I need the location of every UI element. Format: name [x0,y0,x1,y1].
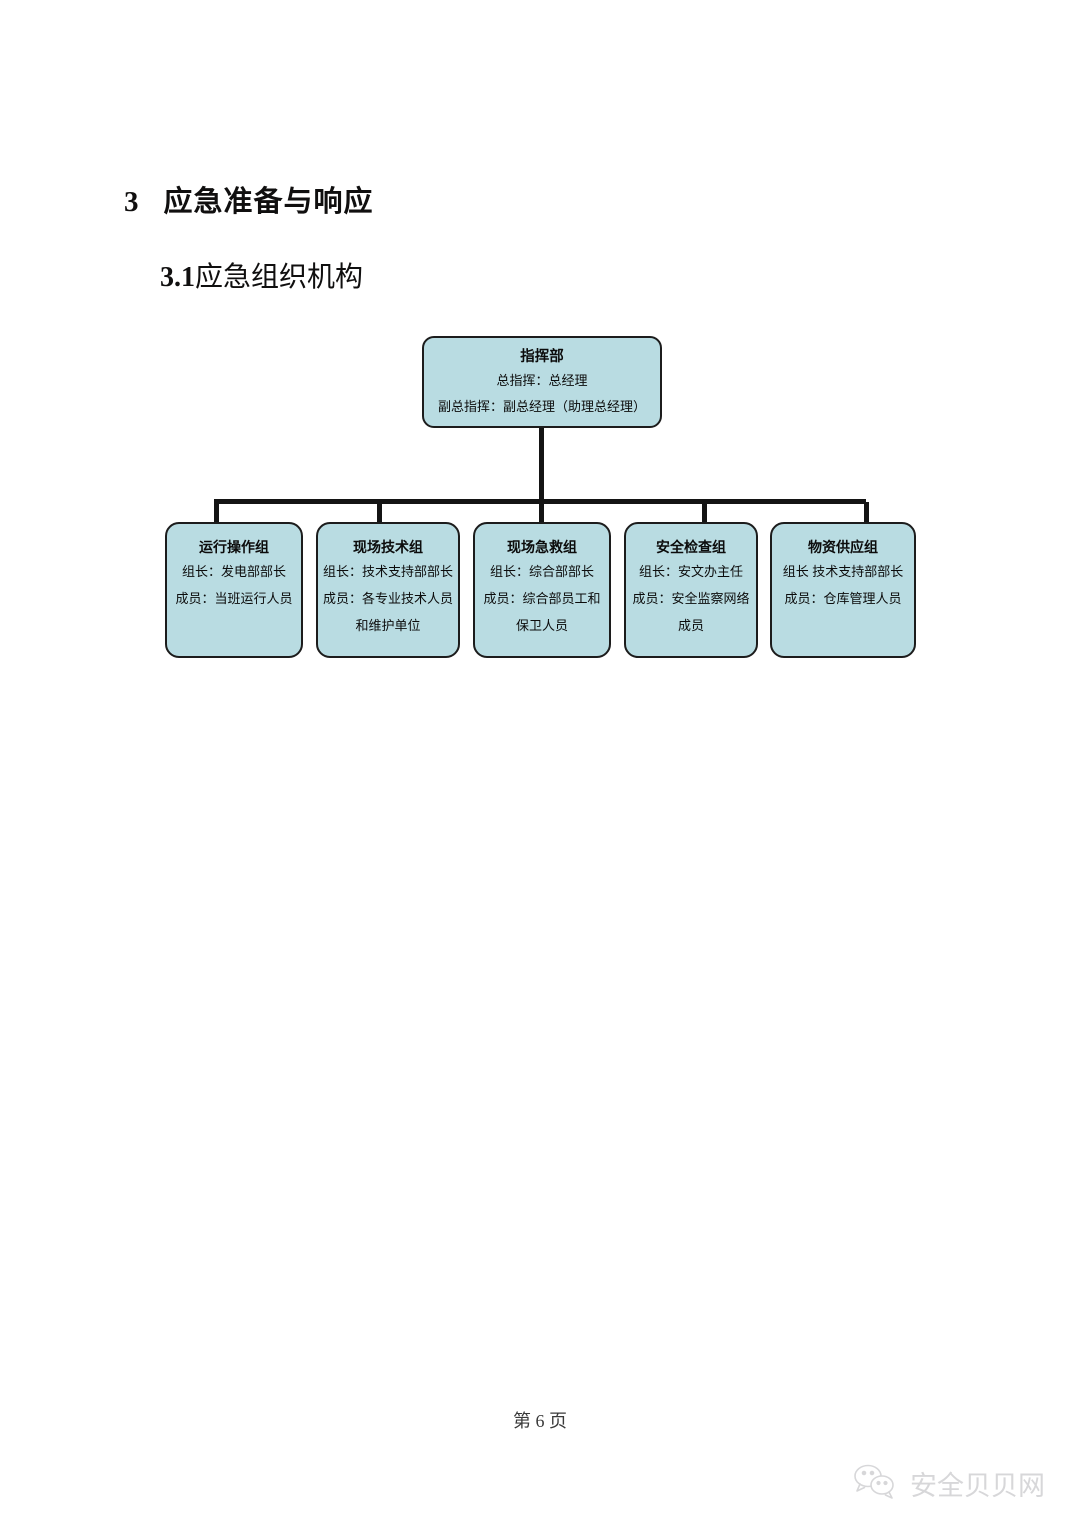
watermark-text: 安全贝贝网 [910,1471,1045,1501]
org-node-line: 成员：仓库管理人员 [784,591,902,606]
page-footer: 第 6 页 [0,1407,1080,1433]
site-watermark: 安全贝贝网 [852,1462,1045,1505]
connector-drop-2 [377,502,382,524]
connector-drop-4 [702,502,707,524]
subsection-number: 3.1 [160,262,195,293]
page-number-label: 第 6 页 [513,1411,567,1431]
org-node-line: 组长 技术支持部部长 [782,564,904,579]
org-node-line: 组长：安文办主任 [638,564,743,579]
org-node-line: 和维护单位 [355,618,421,633]
org-node-line: 组长：发电部部长 [181,564,286,579]
org-node-line: 总指挥：总经理 [496,373,588,388]
org-node-title: 现场技术组 [353,539,423,555]
org-node-site-technical-group: 现场技术组 组长：技术支持部部长 成员：各专业技术人员 和维护单位 [316,522,460,658]
section-heading: 3 应急准备与响应 [124,178,374,220]
org-node-line: 成员 [677,618,704,633]
org-node-title: 安全检查组 [656,539,726,555]
org-node-operations-group: 运行操作组 组长：发电部部长 成员：当班运行人员 [165,522,303,658]
subsection-heading: 3.1应急组织机构 [160,255,363,295]
connector-drop-5 [864,502,869,524]
org-node-command-center: 指挥部 总指挥：总经理 副总指挥：副总经理（助理总经理） [422,336,662,428]
org-node-line: 副总指挥：副总经理（助理总经理） [437,399,646,414]
section-title: 应急准备与响应 [163,186,374,218]
org-node-line: 成员：当班运行人员 [175,591,293,606]
org-node-line: 成员：各专业技术人员 [322,591,453,606]
org-node-line: 成员：安全监察网络 [632,591,750,606]
org-node-site-first-aid-group: 现场急救组 组长：综合部部长 成员：综合部员工和 保卫人员 [473,522,611,658]
org-node-line: 保卫人员 [515,618,568,633]
org-node-title: 现场急救组 [507,539,577,555]
connector-trunk-vertical [539,426,544,502]
emergency-organization-chart: 指挥部 总指挥：总经理 副总指挥：副总经理（助理总经理） 运行操作组 组长：发电… [0,0,1080,700]
org-node-line: 组长：技术支持部部长 [322,564,453,579]
org-node-title: 物资供应组 [808,539,878,555]
wechat-bubbles-icon [852,1462,898,1505]
org-node-title: 指挥部 [520,349,564,365]
org-node-safety-inspection-group: 安全检查组 组长：安文办主任 成员：安全监察网络 成员 [624,522,758,658]
connector-drop-3 [539,502,544,524]
connector-drop-1 [214,502,219,524]
org-node-title: 运行操作组 [199,539,269,555]
org-node-line: 组长：综合部部长 [489,564,594,579]
connector-horizontal-bus [214,499,866,504]
org-node-line: 成员：综合部员工和 [483,591,601,606]
section-number: 3 [124,186,140,218]
org-node-material-supply-group: 物资供应组 组长 技术支持部部长 成员：仓库管理人员 [770,522,916,658]
subsection-title: 应急组织机构 [195,262,364,293]
